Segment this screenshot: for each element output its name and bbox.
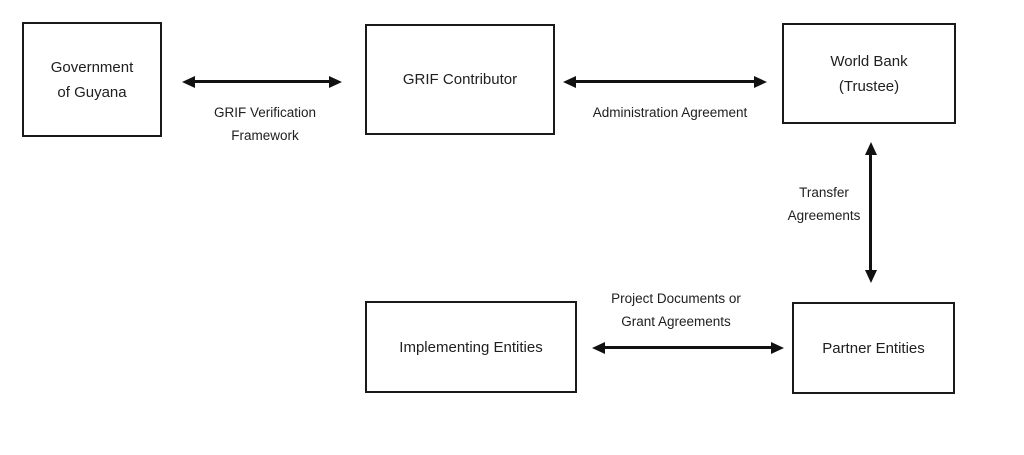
edge-label-line: GRIF Verification — [213, 105, 317, 120]
double-arrow-grif-contributor-world-bank — [563, 75, 767, 88]
edge-label-administration-agreement: Administration Agreement — [555, 101, 785, 124]
double-arrow-government-grif-contributor — [182, 75, 342, 88]
edge-label-line: Grant Agreements — [621, 314, 731, 329]
node-label-line: Government — [50, 58, 134, 76]
edge-label-line: Administration Agreement — [592, 105, 748, 120]
node-label-line: GRIF Contributor — [402, 71, 518, 88]
node-government-of-guyana: Government of Guyana — [22, 22, 162, 137]
node-label-line: of Guyana — [57, 83, 127, 101]
double-arrow-implementing-partner-entities — [592, 341, 784, 354]
node-world-bank-trustee: World Bank (Trustee) — [782, 23, 956, 124]
edge-label-line: Agreements — [787, 208, 861, 223]
node-grif-contributor: GRIF Contributor — [365, 24, 555, 135]
edge-label-line: Transfer — [799, 185, 849, 200]
node-partner-entities: Partner Entities — [792, 302, 955, 394]
edge-label-project-documents-grant-agreements: Project Documents or Grant Agreements — [566, 287, 786, 333]
edge-label-grif-verification-framework: GRIF Verification Framework — [185, 101, 345, 147]
node-label-line: Implementing Entities — [399, 338, 543, 356]
edge-label-line: Framework — [231, 128, 299, 143]
double-arrow-world-bank-partner-entities — [864, 142, 877, 283]
node-label-line: Partner Entities — [822, 339, 925, 357]
node-label-line: (Trustee) — [838, 77, 900, 95]
edge-label-line: Project Documents or — [611, 291, 741, 306]
edge-label-transfer-agreements: Transfer Agreements — [760, 181, 888, 227]
node-label-line: World Bank — [830, 52, 908, 70]
node-implementing-entities: Implementing Entities — [365, 301, 577, 393]
